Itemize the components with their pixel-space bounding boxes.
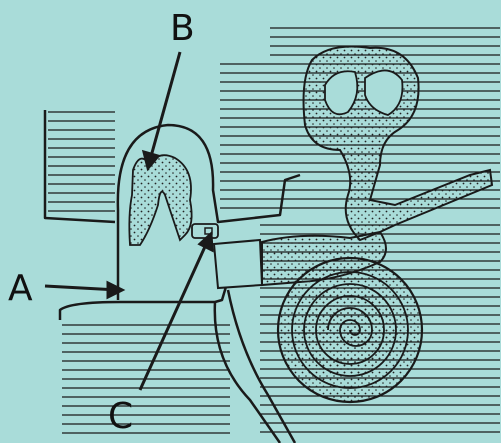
bone-hatching: [48, 28, 500, 433]
arrow-a-head: [108, 283, 122, 297]
cochlea: [278, 258, 422, 402]
label-a: A: [8, 268, 33, 309]
arrow-b: [150, 52, 180, 160]
window-box: [214, 240, 262, 288]
label-b: B: [170, 8, 195, 49]
ossicles: [129, 155, 191, 245]
arrow-c: [140, 240, 208, 390]
label-c: C: [108, 396, 133, 437]
arrow-c-head: [200, 234, 212, 250]
